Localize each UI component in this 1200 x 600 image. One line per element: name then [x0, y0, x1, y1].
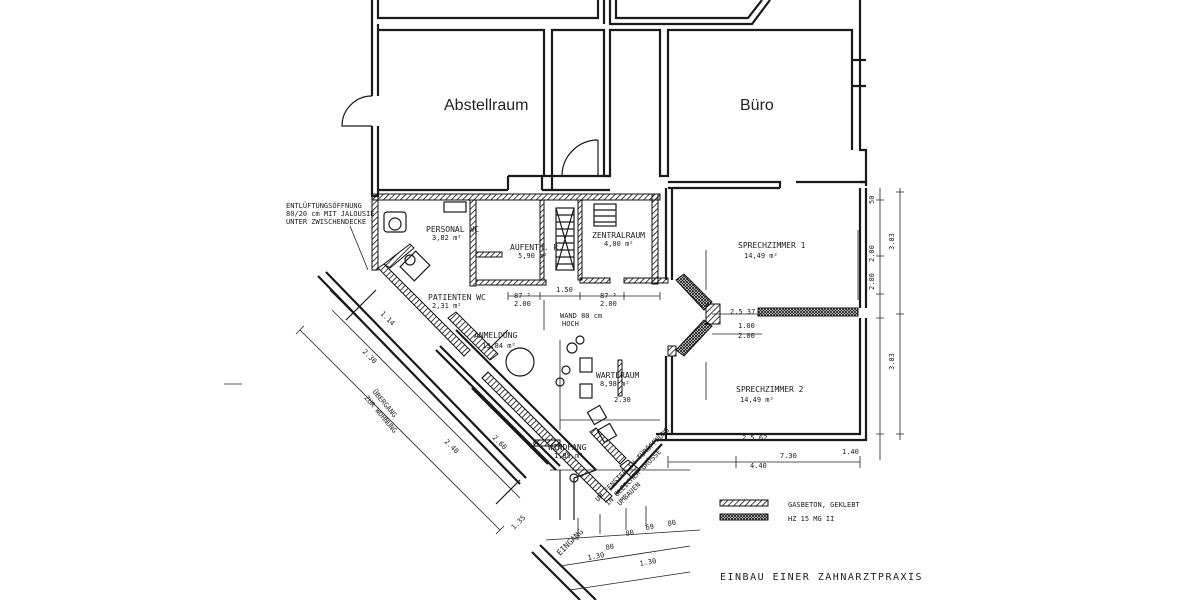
dim-text: 3.03 — [888, 233, 896, 250]
room-label-sprechzimmer-2: SPRECHZIMMER 2 — [736, 385, 804, 394]
legend-hz-label: HZ 15 MG II — [788, 515, 834, 523]
room-label-personal-wc: PERSONAL WC — [426, 225, 479, 234]
dim-text: 7.30 — [780, 452, 797, 460]
note-entlueftung-line2: 80/20 cm MIT JALOUSIE — [286, 210, 375, 218]
room-label-patienten-wc: PATIENTEN WC — [428, 293, 486, 302]
dim-text: 1.35 — [510, 514, 528, 532]
room-label-abstellraum: Abstellraum — [444, 97, 528, 114]
room-label-aufenthaltsraum: AUFENTH. R. — [510, 243, 563, 252]
note-wand-line1: WAND 80 cm — [560, 312, 602, 320]
room-label-eingang: EINGANG — [555, 527, 585, 557]
dim-text: 2.60 — [491, 434, 509, 452]
note-fenster-line2: IN GLEICHER GRÖSSE — [603, 447, 663, 507]
new-walls — [371, 193, 859, 503]
legend: GASBETON, GEKLEBT HZ 15 MG II — [719, 499, 860, 523]
note-entlueftung-line3: UNTER ZWISCHENDECKE — [286, 218, 366, 226]
room-area-warteraum: 8,98 m² — [600, 380, 630, 388]
dim-text: 1.30 — [639, 557, 657, 568]
room-label-zentralraum: ZENTRALRAUM — [592, 231, 645, 240]
dimension-lines — [224, 188, 904, 591]
dim-text: 1.00 — [738, 322, 755, 330]
dim-text: 3.03 — [888, 353, 896, 370]
dim-text: 1.14 — [379, 310, 397, 328]
fixtures — [383, 201, 623, 483]
room-area-windfang: 1,85 m² — [554, 452, 584, 460]
dim-text: 87 ⁵ — [514, 292, 531, 300]
dim-text: 2.5 62 — [742, 434, 767, 442]
existing-walls — [341, 0, 868, 198]
dim-text: 2.00 — [868, 245, 876, 262]
room-label-sprechzimmer-1: SPRECHZIMMER 1 — [738, 241, 806, 250]
dim-text: 1.30 — [587, 551, 605, 562]
exterior-diagonal — [317, 271, 663, 600]
dim-text: 2.00 — [600, 300, 617, 308]
room-area-sprechzimmer-1: 14,49 m² — [744, 252, 778, 260]
legend-swatch-hz — [719, 513, 769, 521]
dim-text: 2.30 — [614, 396, 631, 404]
dim-text: 2.40 — [443, 438, 461, 456]
dim-text: 1.40 — [842, 448, 859, 456]
dim-text: 1.50 — [556, 286, 573, 294]
dim-text: 2.00 — [514, 300, 531, 308]
room-area-sprechzimmer-2: 14,49 m² — [740, 396, 774, 404]
room-area-personal-wc: 3,82 m² — [432, 234, 462, 242]
room-area-anmeldung: 13,84 m² — [482, 342, 516, 350]
legend-swatch-gasbeton — [719, 499, 769, 507]
dim-text: 80 — [605, 543, 615, 552]
room-area-patienten-wc: 2,31 m² — [432, 302, 462, 310]
note-wand-line2: HOCH — [562, 320, 579, 328]
room-label-windfang: WINDFANG — [548, 443, 587, 452]
dim-text: 80 — [625, 529, 635, 538]
dim-text: 2.00 — [868, 273, 876, 290]
dim-text: 2.5 37 — [730, 308, 755, 316]
dim-text: 69 — [645, 523, 655, 532]
dim-text: 87 ⁵ — [600, 292, 617, 300]
dim-text: 80 — [667, 519, 677, 528]
treatment-room-walls — [656, 188, 868, 442]
legend-gasbeton-label: GASBETON, GEKLEBT — [788, 501, 860, 509]
room-label-warteraum: WARTERAUM — [596, 371, 640, 380]
dim-text: 50 — [868, 196, 876, 204]
dim-text: 2.30 — [361, 348, 379, 366]
dim-text: 4.40 — [750, 462, 767, 470]
note-entlueftung-line1: ENTLÜFTUNGSÖFFNUNG — [286, 201, 362, 210]
room-label-anmeldung: ANMELDUNG — [474, 331, 518, 340]
room-area-aufenthaltsraum: 5,90 m² — [518, 252, 548, 260]
note-entlueftung-leader — [349, 225, 369, 271]
room-label-buero: Büro — [740, 97, 774, 114]
drawing-title: EINBAU EINER ZAHNARZTPRAXIS — [720, 572, 923, 583]
dim-text: 2.00 — [738, 332, 755, 340]
room-area-zentralraum: 4,00 m² — [604, 240, 634, 248]
